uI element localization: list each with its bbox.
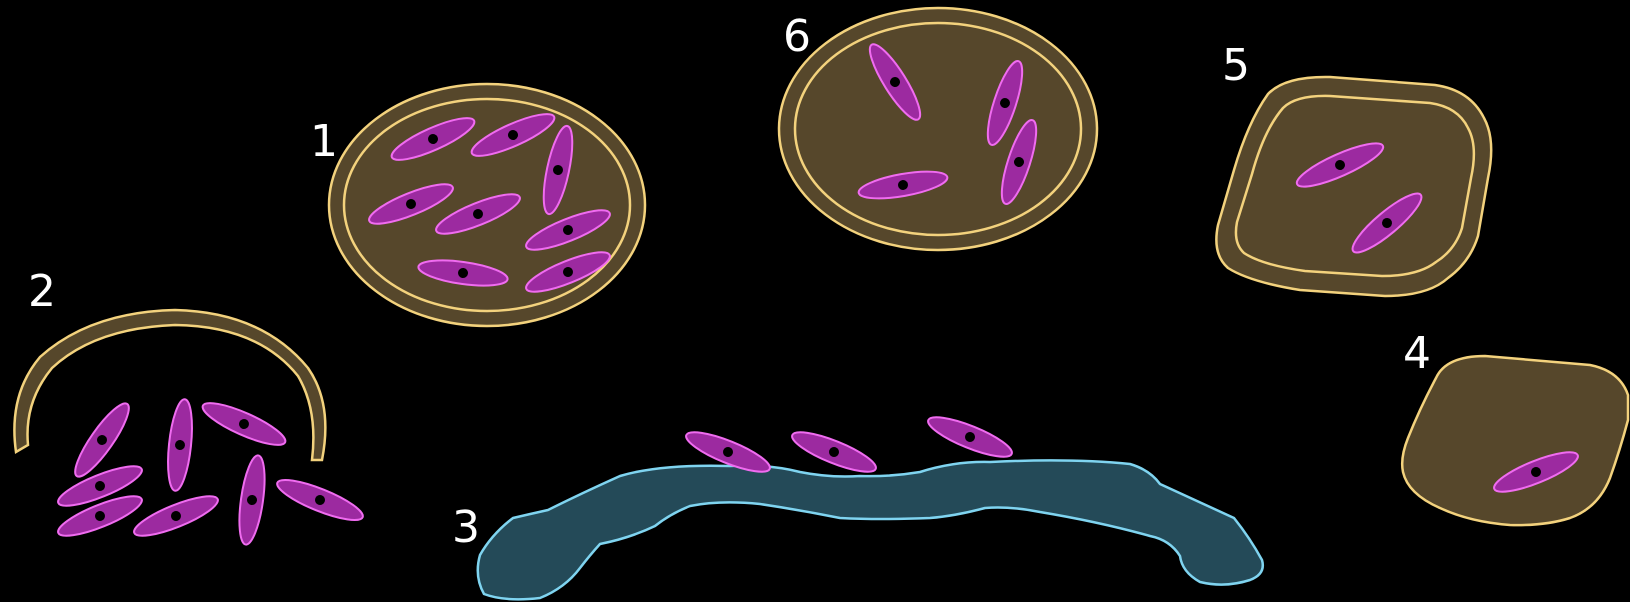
label-2: 2 [28, 266, 56, 317]
label-3: 3 [452, 502, 480, 553]
container-1 [329, 84, 645, 326]
cell-2f [130, 489, 222, 543]
cell-2b [164, 398, 195, 492]
cell-3c [924, 410, 1016, 464]
cell-2c [198, 396, 289, 453]
label-5: 5 [1222, 40, 1250, 91]
container-5 [1216, 77, 1491, 296]
label-6: 6 [783, 11, 811, 62]
cell-2h [273, 473, 367, 528]
label-1: 1 [310, 116, 338, 167]
cell-3b [788, 425, 880, 479]
container-4 [1402, 356, 1628, 525]
container-3 [478, 410, 1263, 599]
cell-2g [235, 454, 269, 546]
label-4: 4 [1403, 328, 1431, 379]
container-6 [779, 8, 1097, 250]
container-2 [14, 310, 366, 546]
